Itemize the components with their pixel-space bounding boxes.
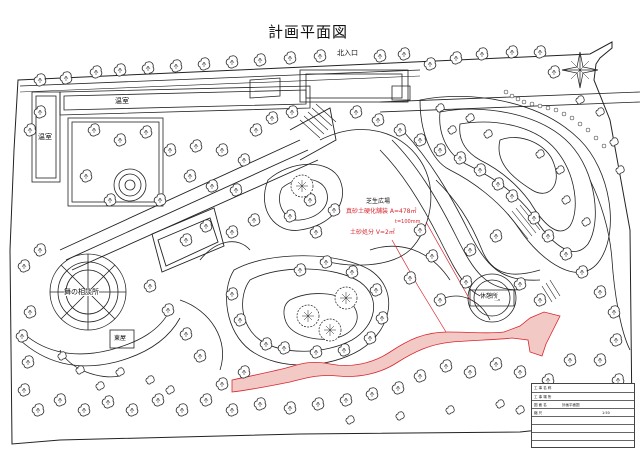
pavilion-right-label: 休憩所 (480, 293, 499, 300)
title-block-row-label: 縮 尺 (534, 411, 543, 415)
pavilion-right (467, 273, 517, 323)
small-hut-label: 東屋 (114, 335, 127, 342)
title-block-row-value: 計画平面図 (562, 403, 580, 407)
paving-thickness-annotation: t=100mm (395, 219, 421, 225)
soil-disposal-annotation: 土砂処分 V=2㎡ (350, 229, 395, 236)
pavilion-left-label: 舞の相談所 (64, 288, 99, 296)
greenhouse-label-1: 温室 (115, 97, 129, 105)
paving-annotation: 真砂土硬化舗装 A=478㎡ (346, 208, 417, 215)
lawn-plaza (179, 129, 451, 371)
compass-rose-icon (561, 51, 599, 89)
title-block-row-label: 工 事 場 所 (534, 395, 552, 399)
paved-path (231, 311, 561, 393)
tree-symbols (15, 45, 625, 417)
pavilion-left (19, 253, 181, 378)
title-block-row-value: 1:50 (602, 411, 610, 415)
title-block-row-label: 図 面 名 (534, 403, 547, 407)
title-block: 工 事 名 称 工 事 場 所 図 面 名 計画平面図 縮 尺 1:50 (531, 383, 635, 448)
site-boundary (9, 41, 633, 445)
page-title: 計画平面図 (268, 23, 349, 41)
lawn-plaza-label: 芝生広場 (366, 198, 391, 205)
diagonal-promenade (59, 107, 337, 273)
title-block-row-label: 工 事 名 称 (534, 386, 552, 390)
north-entrance-label: 北入口 (337, 49, 358, 57)
greenhouse-label-2: 温室 (38, 133, 52, 141)
